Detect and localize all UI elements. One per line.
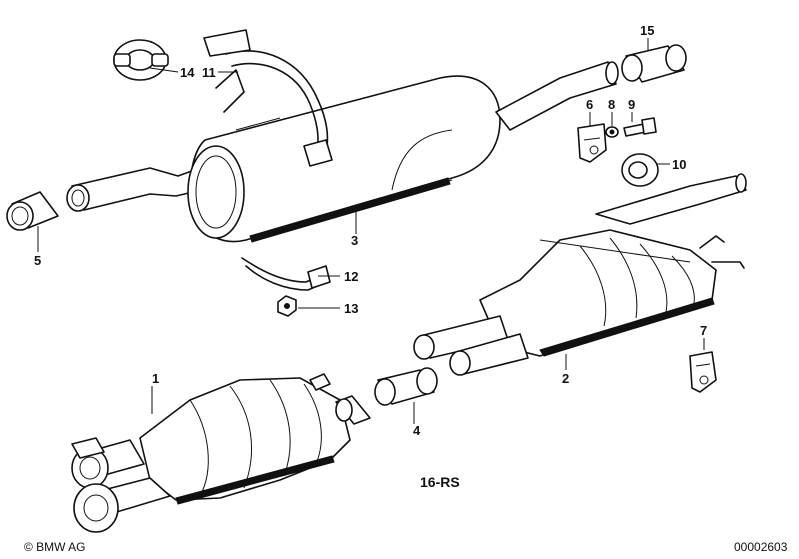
part-10-rubber-mount [621, 153, 659, 187]
callout-9: 9 [628, 97, 636, 112]
callout-6: 6 [586, 97, 594, 112]
callout-5: 5 [34, 253, 42, 268]
part-6-bracket [577, 123, 607, 163]
callout-4: 4 [413, 423, 421, 438]
callout-3: 3 [351, 233, 359, 248]
part-3-rear-silencer [66, 61, 619, 243]
part-5-pipe-sleeve [6, 191, 59, 231]
callout-2: 2 [562, 371, 570, 386]
callout-15: 15 [640, 23, 655, 38]
part-12-strap [241, 257, 331, 291]
callout-14: 14 [180, 65, 195, 80]
callout-10: 10 [672, 157, 687, 172]
part-11-clamp-strap [203, 29, 333, 167]
part-9-bolt [623, 117, 657, 137]
part-7-bracket [689, 351, 717, 393]
callout-7: 7 [700, 323, 708, 338]
part-13-nut [277, 295, 297, 317]
part-14-rubber-mount [113, 39, 169, 81]
callout-1: 1 [152, 371, 160, 386]
callout-12: 12 [344, 269, 359, 284]
callout-8: 8 [608, 97, 616, 112]
part-2-centre-silencer [413, 173, 747, 376]
part-8-washer [605, 126, 619, 138]
copyright-label: © BMW AG [24, 540, 86, 554]
callout-leader-lines [37, 38, 705, 424]
part-15-pipe-sleeve [621, 44, 687, 83]
model-code-label: 16-RS [420, 474, 460, 490]
part-1-front-silencer [71, 373, 371, 533]
document-number: 00002603 [734, 540, 788, 554]
callout-11: 11 [202, 65, 216, 80]
part-4-sleeve [374, 367, 438, 406]
callout-13: 13 [344, 301, 359, 316]
